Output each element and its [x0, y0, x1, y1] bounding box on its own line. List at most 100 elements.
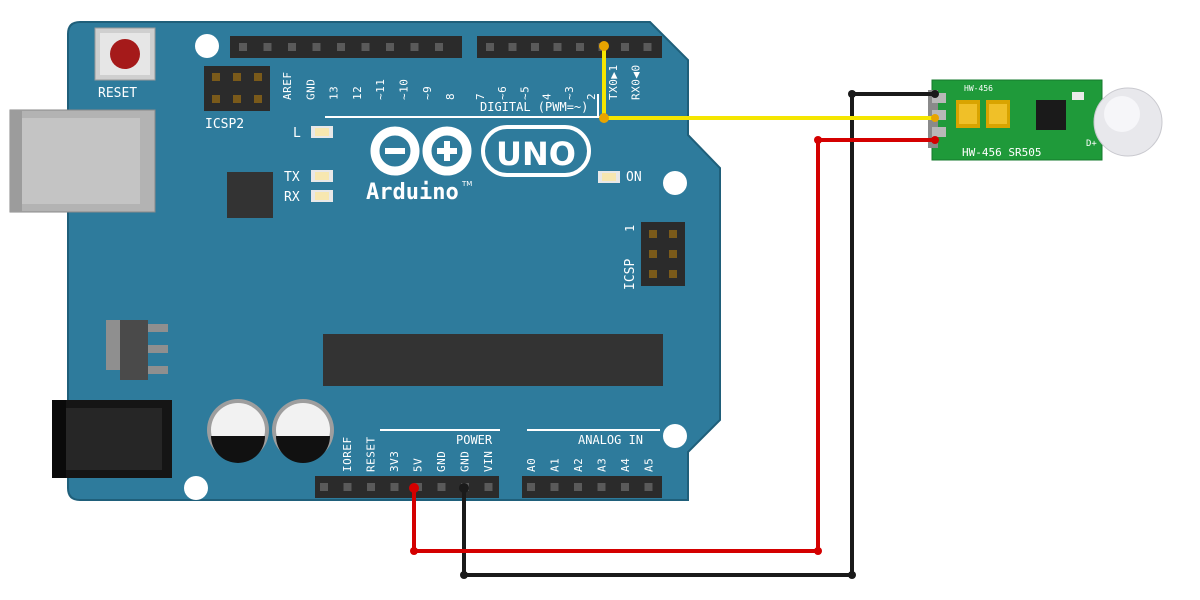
uno-badge — [481, 125, 591, 177]
pin-label: 7 — [474, 93, 487, 100]
pin-label: VIN — [482, 451, 495, 472]
fresnel-lens-highlight — [1104, 96, 1140, 132]
pin-label: A4 — [619, 458, 632, 472]
icsp2-pin — [212, 95, 220, 103]
header-pin[interactable] — [643, 43, 652, 51]
header-pin[interactable] — [367, 483, 375, 491]
wire-junction — [410, 547, 418, 555]
power-label: POWER — [456, 433, 493, 447]
icsp2-pin — [212, 73, 220, 81]
wire-endpoint — [409, 483, 419, 493]
pin-label: AREF — [281, 72, 294, 101]
sensor-component — [1072, 92, 1084, 100]
header-pin[interactable] — [343, 483, 352, 491]
microcontroller-chip — [323, 334, 663, 386]
voltage-regulator — [106, 320, 168, 380]
reset-button[interactable] — [94, 27, 156, 81]
led-on-label: ON — [626, 170, 642, 185]
wire-junction — [460, 571, 468, 579]
sensor-chip — [1036, 100, 1066, 130]
header-pin[interactable] — [550, 483, 559, 491]
led-l — [311, 126, 333, 138]
led-on — [598, 171, 620, 183]
pin-label: GND — [459, 451, 472, 472]
wire-endpoint — [931, 136, 939, 144]
uno-label: UNO — [496, 135, 576, 173]
header-pin[interactable] — [337, 43, 345, 51]
header-pin[interactable] — [576, 43, 584, 51]
pin-label: ~10 — [398, 79, 411, 100]
header-pin[interactable] — [553, 43, 562, 51]
arduino-logo: UNO Arduino TM — [366, 125, 591, 205]
wire-junction — [814, 547, 822, 555]
pin-label: 13 — [328, 86, 341, 100]
pin-label: 4 — [541, 93, 554, 100]
sensor-top-label: HW-456 — [964, 84, 993, 93]
led-tx — [311, 170, 333, 182]
header-pin[interactable] — [621, 483, 629, 491]
digital-header-left — [230, 36, 462, 58]
sensor-pin-label: D+ — [1086, 139, 1097, 149]
header-pin[interactable] — [390, 483, 399, 491]
digital-header-right — [477, 36, 662, 58]
header-pin[interactable] — [574, 483, 582, 491]
pin-label: 8 — [444, 93, 457, 100]
pin-label: A3 — [596, 458, 609, 472]
pin-label: 5V — [412, 458, 425, 472]
header-pin[interactable] — [484, 483, 493, 491]
icsp-pin — [669, 250, 677, 258]
header-pin[interactable] — [486, 43, 494, 51]
usb-connector — [9, 109, 156, 213]
icsp-pin — [649, 270, 657, 278]
header-pin[interactable] — [263, 43, 272, 51]
led-l-label: L — [293, 126, 301, 141]
icsp2-pin — [254, 73, 262, 81]
header-pin[interactable] — [437, 483, 446, 491]
header-pin[interactable] — [312, 43, 321, 51]
header-pin[interactable] — [361, 43, 370, 51]
wire-junction — [599, 113, 609, 123]
led-rx — [311, 190, 333, 202]
header-pin[interactable] — [531, 43, 539, 51]
capacitor — [207, 399, 269, 463]
header-pin[interactable] — [239, 43, 247, 51]
wire-endpoint — [599, 41, 609, 51]
digital-label: DIGITAL (PWM=~) — [480, 100, 588, 114]
header-pin[interactable] — [435, 43, 443, 51]
icsp2-label: ICSP2 — [205, 117, 244, 132]
pin-label: A0 — [525, 458, 538, 472]
wire-endpoint — [459, 483, 469, 493]
icsp-pin1-label: 1 — [623, 225, 637, 232]
pin-label: RX0◀0 — [629, 64, 642, 100]
power-header — [315, 476, 499, 498]
pin-label: ~11 — [374, 79, 387, 100]
wire-endpoint — [931, 90, 939, 98]
pin-label: GND — [435, 451, 448, 472]
icsp2-header — [204, 66, 270, 111]
header-pin[interactable] — [597, 483, 606, 491]
pin-label: ~6 — [496, 86, 509, 100]
header-pin[interactable] — [527, 483, 535, 491]
header-pin[interactable] — [410, 43, 419, 51]
wire-endpoint — [931, 114, 939, 122]
header-pin[interactable] — [621, 43, 629, 51]
arduino-uno-board: RESET ICSP2 — [9, 21, 721, 501]
trademark-label: TM — [461, 180, 472, 188]
pin-label: ~9 — [421, 86, 434, 100]
header-pin[interactable] — [288, 43, 296, 51]
icsp-pin — [649, 230, 657, 238]
header-pin[interactable] — [386, 43, 394, 51]
pin-label: A5 — [643, 458, 656, 472]
pin-label: GND — [304, 79, 317, 100]
header-pin[interactable] — [644, 483, 653, 491]
mounting-hole — [663, 424, 687, 448]
mounting-hole — [195, 34, 219, 58]
icsp-pin — [669, 270, 677, 278]
pin-label: TX0▶1 — [607, 64, 620, 100]
mounting-hole — [663, 171, 687, 195]
wires — [409, 41, 939, 579]
pin-label: 2 — [585, 93, 598, 100]
header-pin[interactable] — [320, 483, 328, 491]
header-pin[interactable] — [508, 43, 517, 51]
